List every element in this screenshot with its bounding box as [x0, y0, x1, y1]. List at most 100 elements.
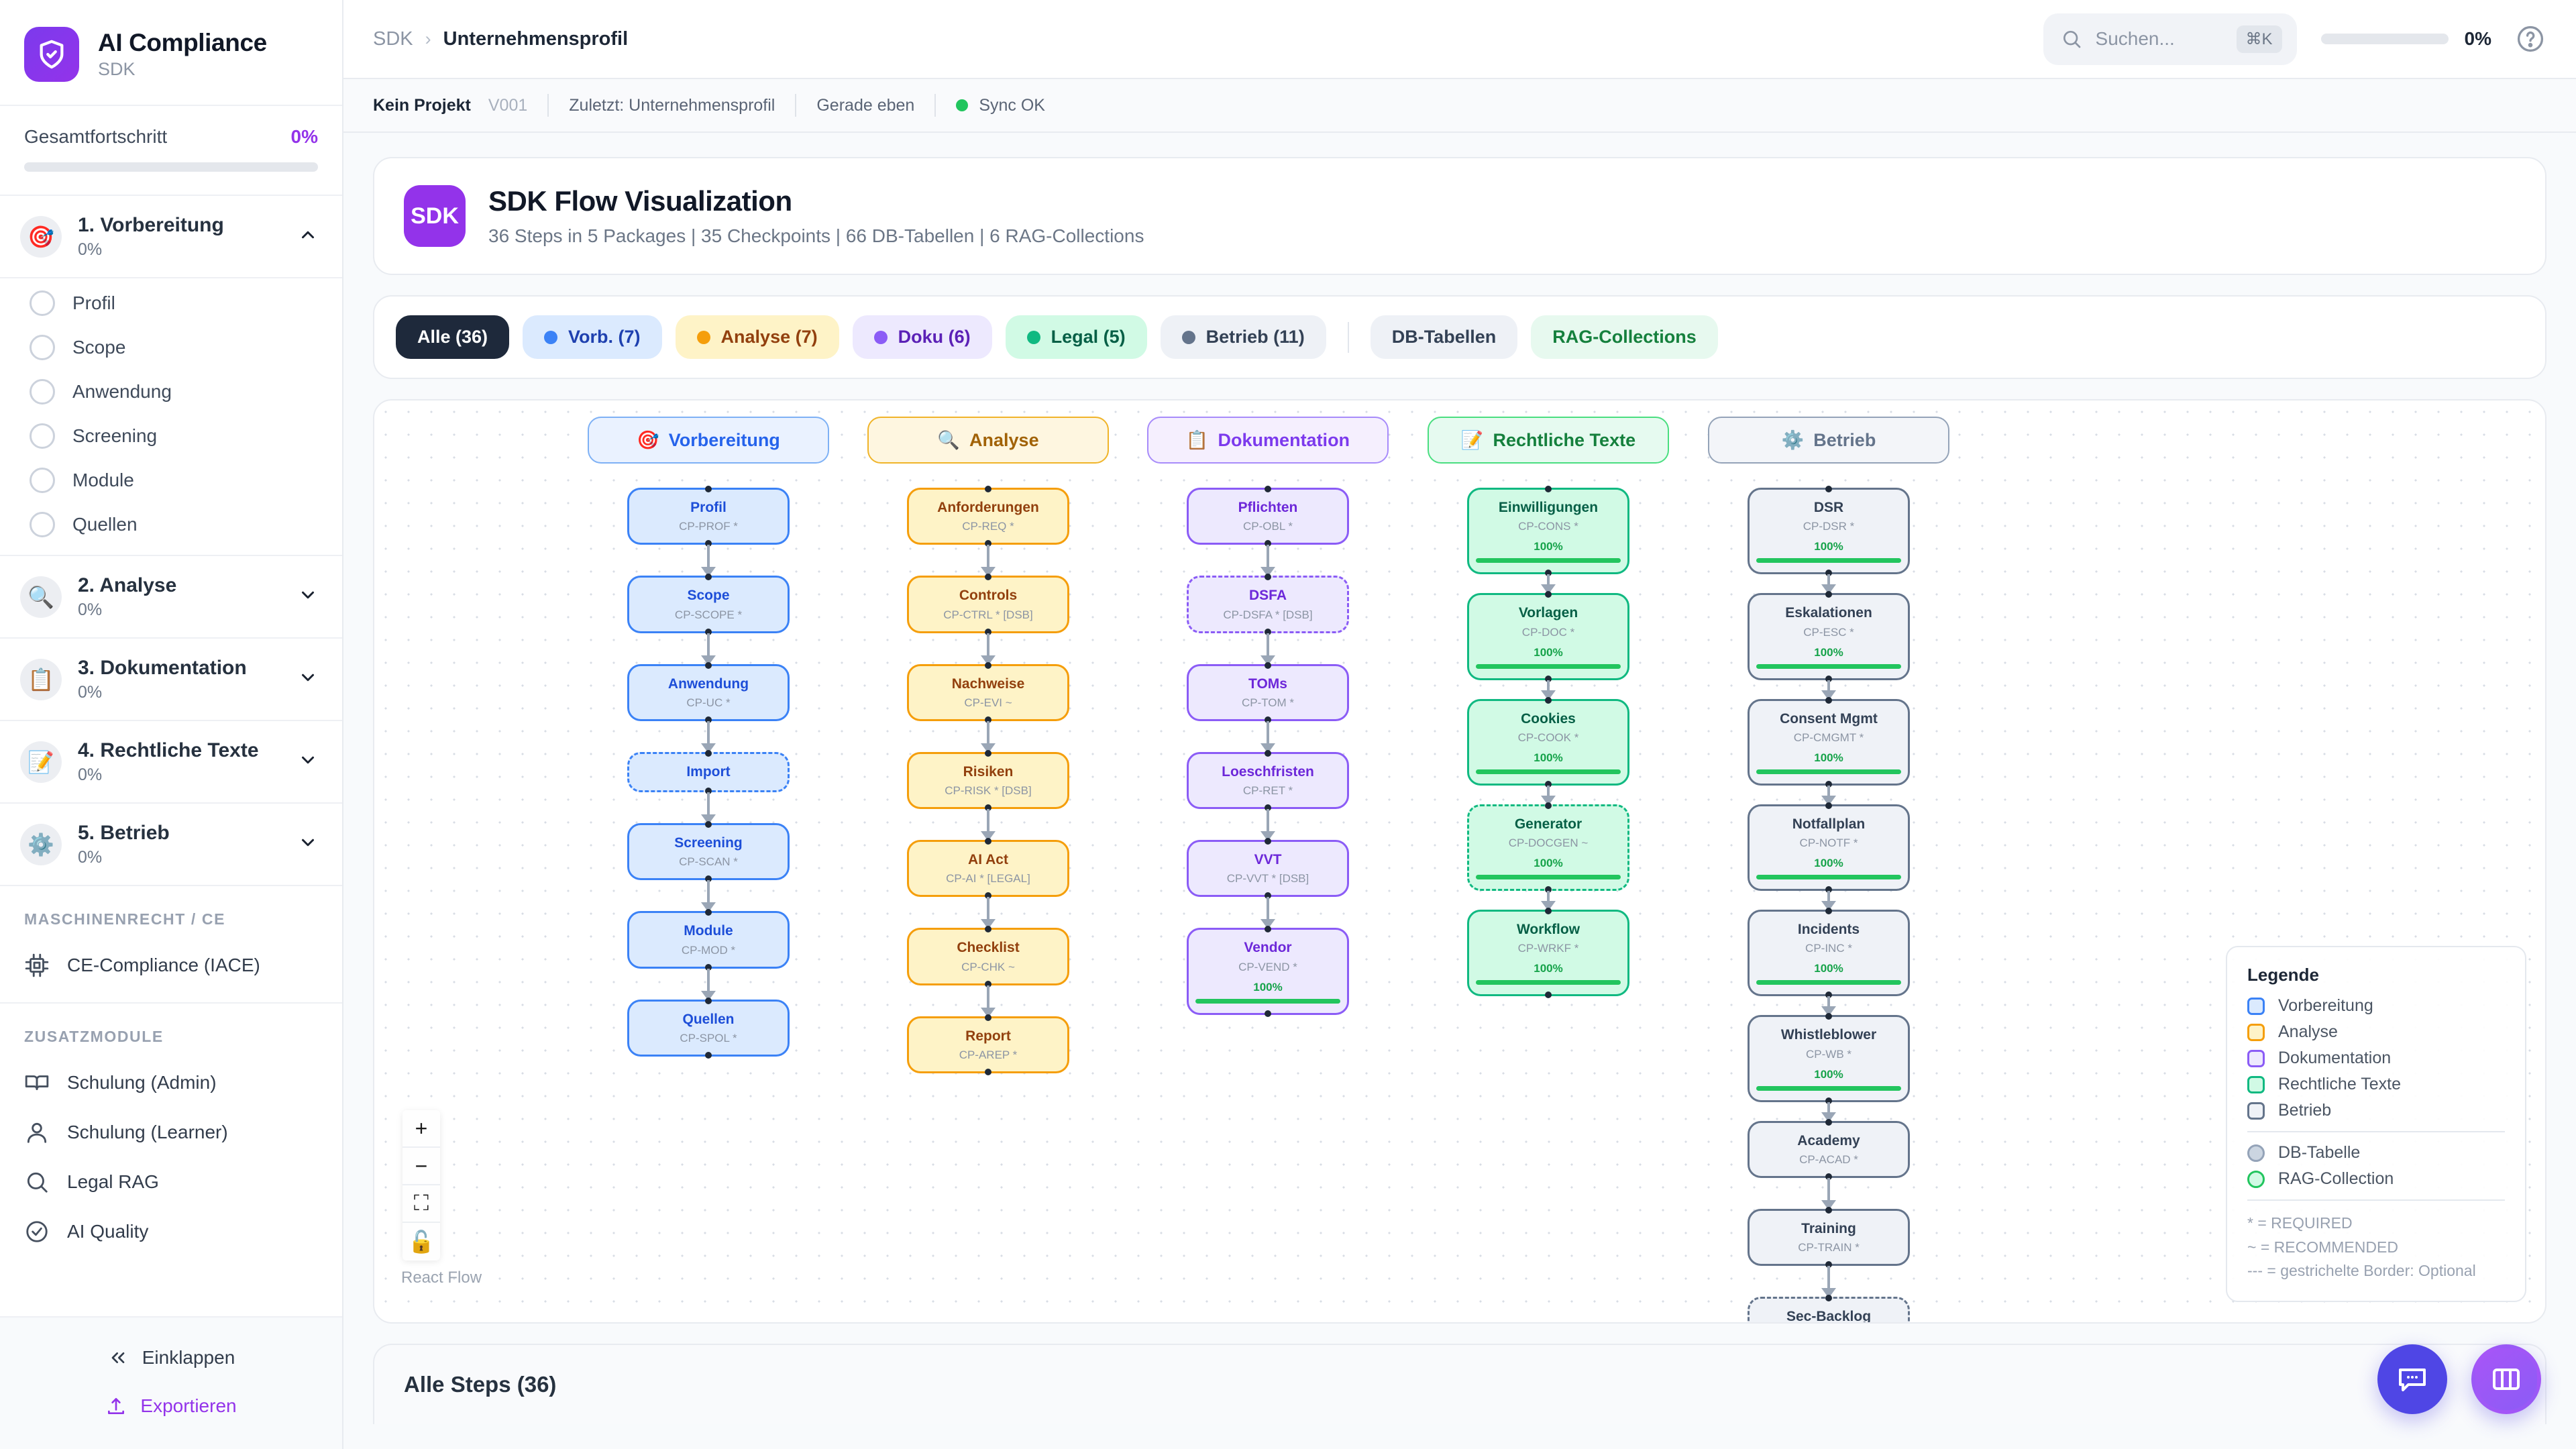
- node-handle-top[interactable]: [1825, 802, 1832, 809]
- chevron-down-icon[interactable]: [298, 667, 318, 691]
- node-handle-bottom[interactable]: [705, 1051, 712, 1059]
- filter-chip-4[interactable]: Legal (5): [1005, 315, 1147, 359]
- sidebar-substep-scope[interactable]: Scope: [0, 325, 342, 370]
- zoom-out-button[interactable]: −: [402, 1148, 440, 1185]
- node-handle-bottom[interactable]: [705, 716, 712, 723]
- node-handle-bottom[interactable]: [1265, 540, 1271, 547]
- node-handle-bottom[interactable]: [985, 892, 991, 900]
- node-handle-bottom[interactable]: [705, 540, 712, 547]
- fit-view-button[interactable]: ⛶: [402, 1185, 440, 1223]
- node-handle-bottom[interactable]: [985, 980, 991, 987]
- chevron-up-icon[interactable]: [298, 225, 318, 248]
- step-radio-icon[interactable]: [30, 335, 55, 360]
- node-handle-bottom[interactable]: [1545, 570, 1552, 577]
- sidebar-item-legal-rag[interactable]: Legal RAG: [0, 1157, 342, 1207]
- node-handle-top[interactable]: [705, 661, 712, 669]
- node-handle-bottom[interactable]: [705, 875, 712, 883]
- zoom-in-button[interactable]: +: [402, 1110, 440, 1148]
- node-handle-bottom[interactable]: [985, 804, 991, 811]
- sidebar-substep-screening[interactable]: Screening: [0, 414, 342, 458]
- node-handle-top[interactable]: [705, 997, 712, 1004]
- node-handle-bottom[interactable]: [1265, 892, 1271, 900]
- node-handle-top[interactable]: [1825, 1013, 1832, 1020]
- search-input[interactable]: Suchen... ⌘K: [2043, 13, 2297, 65]
- chevron-down-icon[interactable]: [298, 833, 318, 856]
- lock-button[interactable]: 🔓: [402, 1223, 440, 1260]
- sidebar-item-ai-quality[interactable]: AI Quality: [0, 1207, 342, 1256]
- filter-chip-5[interactable]: Betrieb (11): [1160, 315, 1326, 359]
- sidebar-substep-quellen[interactable]: Quellen: [0, 502, 342, 547]
- node-handle-top[interactable]: [1265, 486, 1271, 492]
- node-handle-top[interactable]: [705, 821, 712, 828]
- node-handle-bottom[interactable]: [1825, 1261, 1832, 1268]
- node-handle-bottom[interactable]: [1825, 1173, 1832, 1180]
- node-handle-top[interactable]: [1545, 591, 1552, 598]
- step-radio-icon[interactable]: [30, 423, 55, 449]
- node-handle-bottom[interactable]: [1265, 804, 1271, 811]
- chevron-down-icon[interactable]: [298, 585, 318, 608]
- step-radio-icon[interactable]: [30, 468, 55, 493]
- filter-chip-1[interactable]: Vorb. (7): [523, 315, 662, 359]
- help-circle-icon[interactable]: [2516, 24, 2545, 54]
- chevron-down-icon[interactable]: [298, 750, 318, 773]
- collapse-sidebar-button[interactable]: Einklappen: [0, 1334, 342, 1382]
- sidebar-substep-module[interactable]: Module: [0, 458, 342, 502]
- node-handle-bottom[interactable]: [705, 628, 712, 635]
- node-handle-bottom[interactable]: [1265, 628, 1271, 635]
- node-handle-top[interactable]: [1265, 749, 1271, 757]
- filter-chip-extra-0[interactable]: DB-Tabellen: [1370, 315, 1518, 359]
- node-handle-bottom[interactable]: [1545, 780, 1552, 788]
- chat-fab[interactable]: [2377, 1344, 2447, 1414]
- node-handle-bottom[interactable]: [1825, 991, 1832, 999]
- node-handle-top[interactable]: [1825, 1206, 1832, 1214]
- node-handle-bottom[interactable]: [1825, 886, 1832, 893]
- node-handle-bottom[interactable]: [1545, 886, 1552, 893]
- breadcrumb-root[interactable]: SDK: [373, 28, 413, 50]
- node-handle-top[interactable]: [705, 574, 712, 581]
- node-handle-bottom[interactable]: [1265, 1010, 1271, 1017]
- filter-chip-3[interactable]: Doku (6): [852, 315, 992, 359]
- node-handle-top[interactable]: [985, 749, 991, 757]
- node-handle-top[interactable]: [1265, 661, 1271, 669]
- panel-fab[interactable]: [2471, 1344, 2541, 1414]
- node-handle-top[interactable]: [1825, 486, 1832, 492]
- filter-chip-extra-1[interactable]: RAG-Collections: [1531, 315, 1718, 359]
- sidebar-item-schulung-admin[interactable]: Schulung (Admin): [0, 1058, 342, 1108]
- node-handle-top[interactable]: [1545, 802, 1552, 809]
- node-handle-bottom[interactable]: [1825, 675, 1832, 682]
- node-handle-top[interactable]: [985, 1014, 991, 1021]
